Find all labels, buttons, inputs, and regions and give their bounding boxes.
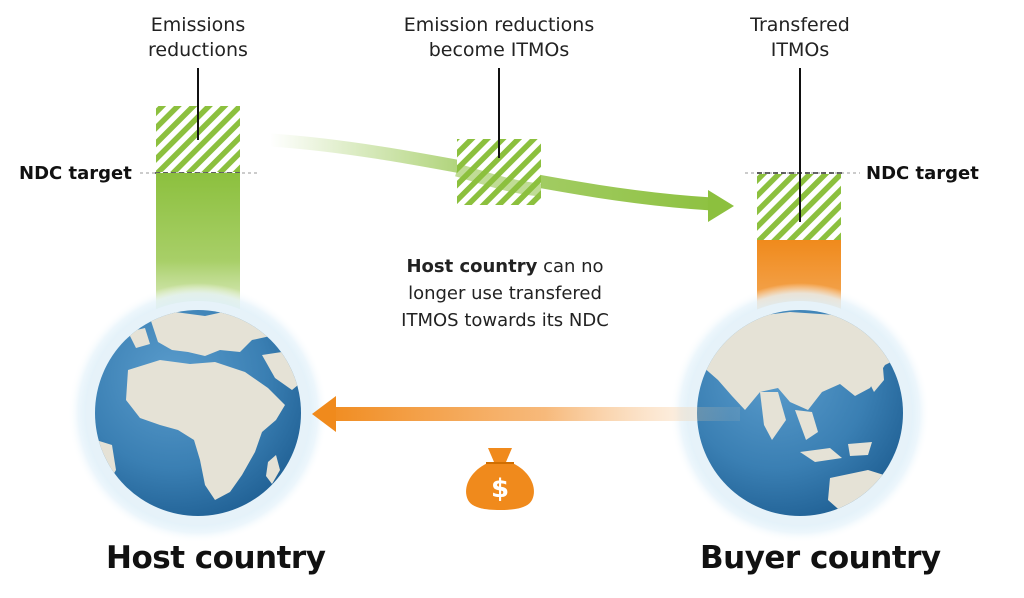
label-emissions-reductions: Emissions reductions — [148, 14, 248, 61]
label-become-itmos: Emission reductions become ITMOs — [403, 14, 595, 61]
host-country-note: Host country can no longer use transfere… — [401, 256, 609, 331]
note-bold: Host country — [406, 256, 538, 277]
emission-transfer-arrowhead — [708, 190, 734, 222]
host-globe-icon — [68, 283, 328, 543]
payment-arrow-shaft — [330, 407, 740, 421]
buyer-country-label: Buyer country — [700, 540, 941, 576]
money-bag-icon — [466, 448, 534, 510]
buyer-globe-icon — [670, 283, 930, 543]
ndc-target-buyer: NDC target — [866, 163, 979, 184]
label-transferred-itmos: Transfered ITMOs — [750, 14, 850, 61]
payment-arrowhead — [312, 396, 336, 432]
ndc-target-host: NDC target — [19, 163, 132, 184]
money-symbol: $ — [491, 474, 509, 504]
host-country-label: Host country — [106, 540, 326, 576]
